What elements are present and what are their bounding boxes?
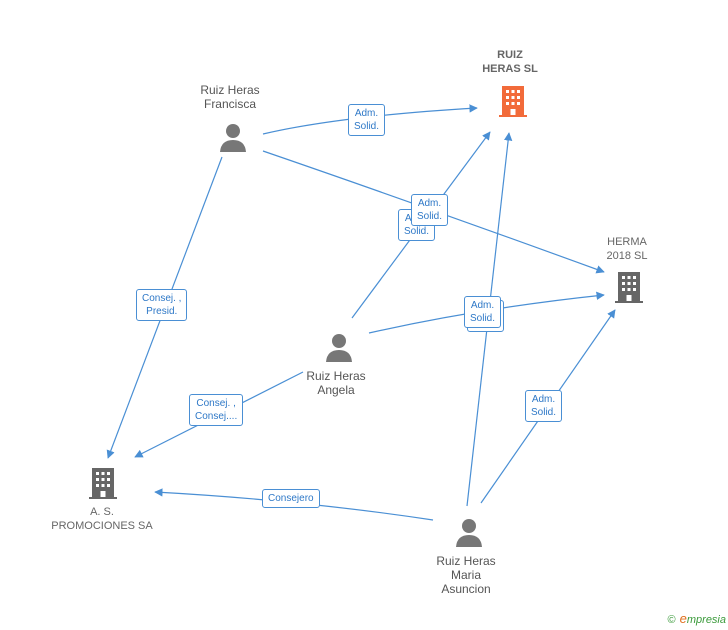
brand-initial: e: [679, 611, 687, 626]
node-label-line: Maria: [450, 568, 481, 582]
edge-label-francisca-herma[interactable]: Adm. Solid.: [411, 194, 449, 226]
edge-label-line: Solid.: [470, 313, 496, 324]
node-label-line: Francisca: [203, 97, 256, 111]
edge-label-francisca-as[interactable]: Consej. , Presid.: [136, 289, 188, 321]
node-label-line: PROMOCIONES SA: [51, 520, 153, 532]
edge-label-line: Consej. ,: [196, 398, 236, 409]
brand-name: mpresia: [686, 614, 726, 626]
node-label-line: Ruiz Heras: [200, 83, 260, 97]
person-icon-francisca[interactable]: [219, 123, 247, 158]
edge-label-maria-as[interactable]: Consejero: [262, 489, 320, 508]
edge-label-line: Presid.: [146, 306, 178, 317]
edge-label-line: Solid.: [404, 226, 430, 237]
edge-label-maria-herma[interactable]: Adm. Solid.: [525, 390, 563, 422]
building-icon-herma[interactable]: [614, 270, 644, 309]
edge-label-line: Solid.: [531, 407, 557, 418]
edge-label-angela-as[interactable]: Consej. , Consej....: [189, 394, 244, 426]
person-icon-angela[interactable]: [325, 333, 353, 368]
edge-label-angela-herma[interactable]: Adm. Solid.: [464, 296, 502, 328]
node-label-line: HERAS SL: [482, 63, 538, 75]
edge-label-line: Consejero: [268, 493, 314, 504]
building-icon-ruiz-heras-sl[interactable]: [498, 84, 528, 123]
node-label-line: Ruiz Heras: [306, 369, 366, 383]
building-icon-as-promociones[interactable]: [88, 466, 118, 505]
node-label-line: A. S.: [90, 506, 114, 518]
node-label-herma[interactable]: HERMA 2018 SL: [577, 235, 677, 263]
node-label-ruiz-heras-sl[interactable]: RUIZ HERAS SL: [460, 48, 560, 76]
edge-label-line: Solid.: [417, 211, 443, 222]
node-label-angela[interactable]: Ruiz Heras Angela: [286, 369, 386, 397]
copyright-symbol: ©: [667, 614, 676, 626]
node-label-line: 2018 SL: [606, 250, 648, 262]
edge-label-line: Consej. ,: [142, 293, 182, 304]
node-label-line: Angela: [317, 383, 355, 397]
edge-label-line: Adm.: [470, 300, 495, 311]
person-icon-maria[interactable]: [455, 518, 483, 553]
edge-label-line: Adm.: [354, 108, 379, 119]
node-label-maria[interactable]: Ruiz Heras Maria Asuncion: [416, 554, 516, 596]
edge-label-line: Consej....: [195, 411, 238, 422]
node-label-francisca[interactable]: Ruiz Heras Francisca: [180, 83, 280, 111]
edge-label-line: Solid.: [354, 121, 380, 132]
node-label-line: Asuncion: [441, 582, 491, 596]
node-label-line: Ruiz Heras: [436, 554, 496, 568]
edge-label-francisca-ruiz[interactable]: Adm. Solid.: [348, 104, 386, 136]
edge-label-line: Adm.: [417, 198, 442, 209]
node-label-as-promociones[interactable]: A. S. PROMOCIONES SA: [32, 505, 172, 533]
edge-label-line: Adm.: [531, 394, 556, 405]
node-label-line: HERMA: [607, 236, 647, 248]
brand-watermark: ©empresia: [668, 611, 726, 626]
node-label-line: RUIZ: [497, 49, 523, 61]
